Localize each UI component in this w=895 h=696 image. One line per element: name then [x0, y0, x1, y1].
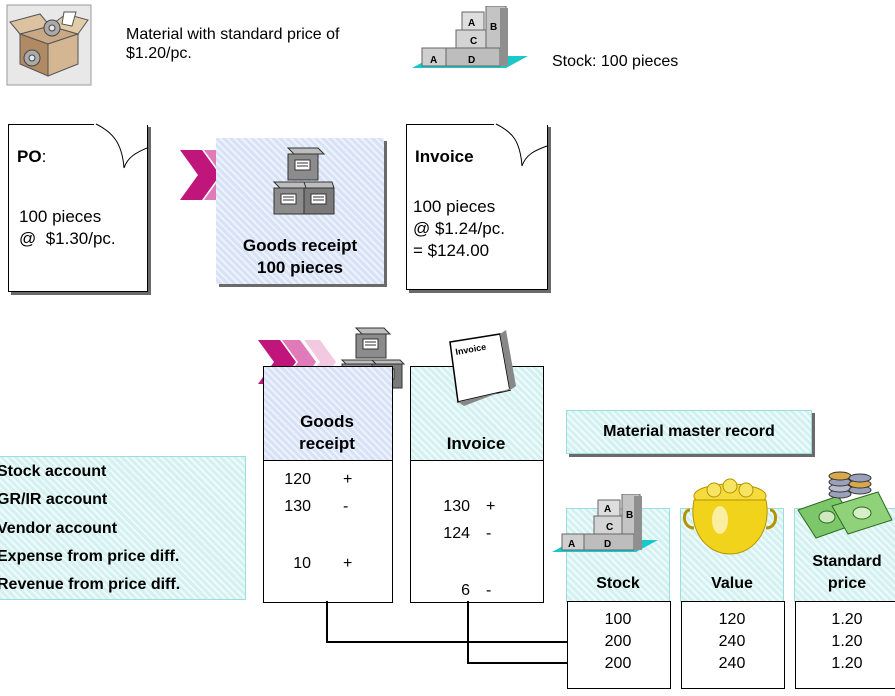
mm-stock-value-1: 100	[604, 611, 632, 628]
mm-price-value-1: 1.20	[831, 611, 863, 628]
mm-price-value-3: 1.20	[831, 655, 863, 672]
invoice-line1: 100 pieces	[413, 197, 496, 216]
gr-header-line1: Goods	[300, 412, 354, 431]
mm-value-value-3: 240	[718, 655, 746, 672]
invoice-icon: Invoice	[449, 330, 516, 406]
account-revenue: Revenue from price diff.	[0, 576, 181, 593]
svg-text:C: C	[470, 36, 477, 47]
gr-column-header	[263, 366, 393, 461]
inv-column-body	[410, 460, 544, 603]
account-stock: Stock account	[0, 463, 107, 480]
mm-value-values	[681, 601, 785, 689]
gr-column-body	[263, 460, 393, 603]
mm-stock-value-3: 200	[604, 655, 632, 672]
svg-text:A: A	[604, 504, 611, 515]
gr-connector-horizontal	[326, 641, 568, 643]
invoice-line3: = $124.00	[413, 241, 490, 260]
stock-caption: Stock: 100 pieces	[552, 53, 679, 70]
goods-receipt-line2: 100 pieces	[256, 258, 343, 277]
material-box-icon	[6, 4, 92, 86]
invoice-dogear-icon	[494, 122, 549, 167]
svg-text:D: D	[604, 539, 611, 550]
svg-text:C: C	[606, 522, 613, 533]
invoice-line2: @ $1.24/pc.	[413, 219, 505, 238]
svg-text:D: D	[468, 55, 475, 66]
gr-header-line2: receipt	[299, 434, 355, 453]
mm-stock-header-label: Stock	[596, 575, 640, 592]
goods-boxes-icon	[272, 147, 335, 215]
accounts-panel	[0, 456, 246, 600]
mm-stock-shelf-icon: A A B C D	[552, 494, 658, 552]
material-caption: Material with standard price of $1.20/pc…	[126, 26, 340, 62]
po-line2: @ $1.30/pc.	[19, 229, 116, 248]
svg-text:A: A	[468, 18, 475, 29]
stock-shelf-icon: A A B C D	[410, 5, 530, 78]
inv-header: Invoice	[446, 434, 506, 453]
invoice-title: Invoice	[415, 147, 474, 166]
mm-value-value-1: 120	[718, 611, 746, 628]
mm-stock-values	[567, 601, 671, 689]
money-icon	[797, 471, 893, 539]
po-dogear-icon	[94, 122, 149, 169]
mm-value-value-2: 240	[718, 633, 746, 650]
po-line1: 100 pieces	[19, 207, 102, 226]
mm-price-values	[795, 601, 895, 689]
account-grir: GR/IR account	[0, 491, 108, 508]
mm-stock-value-2: 200	[604, 633, 632, 650]
material-master-title: Material master record	[566, 410, 812, 454]
po-title: PO	[17, 147, 42, 166]
account-expense: Expense from price diff.	[0, 548, 180, 565]
mm-price-value-2: 1.20	[831, 633, 863, 650]
inv-connector-vertical	[467, 601, 469, 664]
svg-text:A: A	[568, 539, 575, 550]
gr-connector-vertical	[326, 601, 328, 643]
svg-text:B: B	[490, 22, 497, 33]
account-vendor: Vendor account	[0, 520, 118, 537]
mm-value-header-label: Value	[711, 575, 753, 592]
gold-pot-icon	[683, 478, 777, 555]
mm-price-header-line1: Standard	[812, 553, 882, 570]
svg-text:A: A	[430, 55, 437, 66]
svg-text:B: B	[626, 510, 633, 521]
po-title-suffix: :	[41, 147, 47, 166]
goods-receipt-line1: Goods receipt	[242, 236, 358, 255]
mm-price-header-line2: price	[827, 575, 867, 592]
inv-connector-horizontal	[467, 662, 568, 664]
